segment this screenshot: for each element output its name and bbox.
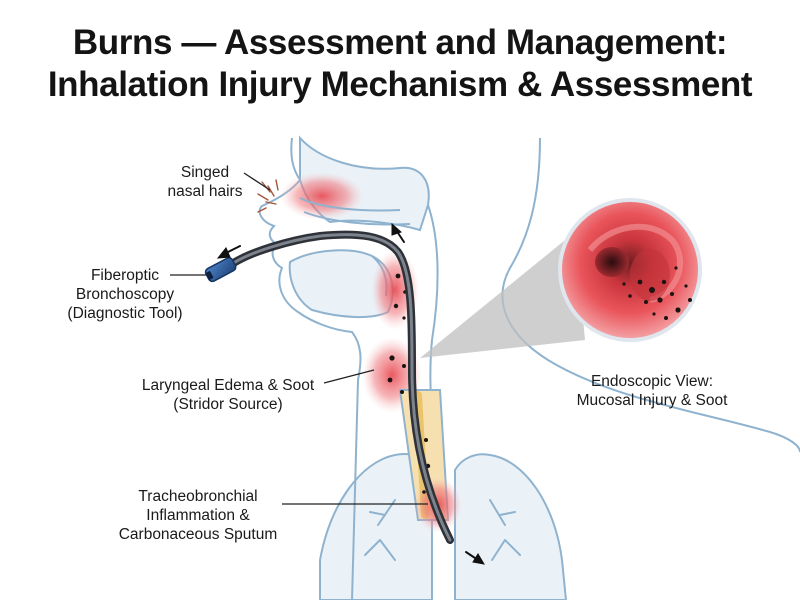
label-tracheobronchial: Tracheobronchial Inflammation & Carbonac… xyxy=(108,487,288,544)
label-line: Inflammation & xyxy=(146,507,250,524)
label-fiberoptic-bronchoscopy: Fiberoptic Bronchoscopy (Diagnostic Tool… xyxy=(40,266,210,323)
label-line: Fiberoptic xyxy=(90,267,160,284)
label-line: (Stridor Source) xyxy=(173,396,283,413)
nasal-inflammation xyxy=(280,172,364,220)
title-line-1: Burns — Assessment and Management: xyxy=(72,23,728,62)
bronchoscope-tip-icon xyxy=(204,257,237,283)
label-line: Mucosal Injury & Soot xyxy=(576,392,728,409)
endoscopic-view xyxy=(558,198,702,342)
neck-outline xyxy=(501,137,800,453)
title-line-2: Inhalation Injury Mechanism & Assessment xyxy=(47,65,753,104)
label-line: (Diagnostic Tool) xyxy=(67,305,183,322)
label-laryngeal-edema: Laryngeal Edema & Soot (Stridor Source) xyxy=(128,376,328,414)
label-line: Laryngeal Edema & Soot xyxy=(141,377,315,394)
singed-hair-icon xyxy=(257,179,279,213)
label-endoscopic-view: Endoscopic View: Mucosal Injury & Soot xyxy=(552,372,752,410)
bronchial-tree xyxy=(364,499,521,561)
nasal-turbinates xyxy=(299,197,411,226)
soot-dot-icon xyxy=(387,273,431,494)
soot-dot-icon xyxy=(622,266,692,320)
projection-cone xyxy=(420,232,585,358)
label-line: nasal hairs xyxy=(167,183,243,200)
right-lung xyxy=(454,453,568,600)
arrow-icon xyxy=(216,245,241,259)
arrow-icon xyxy=(465,551,485,565)
label-line: Tracheobronchial xyxy=(138,488,258,505)
label-line: Carbonaceous Sputum xyxy=(118,526,278,543)
label-line: Bronchoscopy xyxy=(75,286,175,303)
label-singed-nasal-hairs: Singed nasal hairs xyxy=(150,163,260,201)
page-title: Burns — Assessment and Management: Inhal… xyxy=(0,22,800,106)
label-line: Singed xyxy=(180,164,230,181)
arrow-icon xyxy=(391,222,405,243)
leader-lines xyxy=(170,172,428,505)
label-line: Endoscopic View: xyxy=(590,373,714,390)
